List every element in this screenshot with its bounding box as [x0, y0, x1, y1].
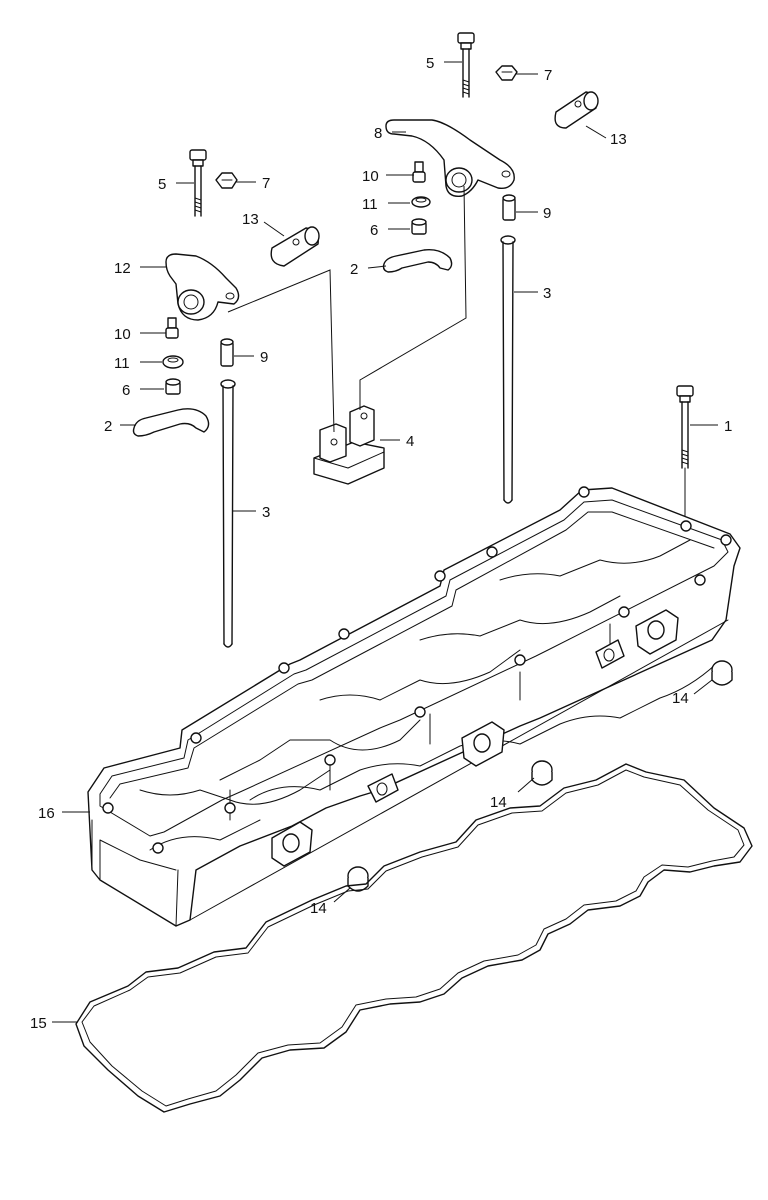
bolt-5-upper: [457, 32, 475, 98]
callout-6-upper: 6: [370, 222, 378, 239]
callout-2-left: 2: [104, 418, 112, 435]
screw-10-left: [165, 317, 179, 339]
hex-nut-icon: [215, 172, 238, 189]
callout-9-upper: 9: [543, 205, 551, 222]
plug-14-right: [711, 660, 733, 686]
plug-14-left: [347, 866, 369, 892]
callout-4: 4: [406, 433, 414, 450]
screw-10-upper: [412, 161, 426, 183]
adjuster-9-upper: [502, 194, 516, 221]
callout-13-upper: 13: [610, 131, 627, 148]
reference-line: [359, 185, 467, 410]
callout-2-upper: 2: [350, 261, 358, 278]
callout-7-left: 7: [262, 175, 270, 192]
callout-5-left: 5: [158, 176, 166, 193]
callout-1: 1: [724, 418, 732, 435]
gasket-15: [75, 763, 753, 1113]
callout-10-left: 10: [114, 326, 131, 343]
rocker-arm-upper: [385, 119, 515, 197]
bridge-2-left: [132, 408, 210, 437]
hex-nut-icon: [495, 65, 518, 81]
washer-11-left: [162, 355, 184, 369]
plug-14-middle: [531, 760, 553, 786]
callout-16: 16: [38, 805, 55, 822]
adjuster-9-left: [220, 338, 234, 367]
callout-11-upper: 11: [362, 196, 378, 213]
callout-9-left: 9: [260, 349, 268, 366]
callout-3-left: 3: [262, 504, 270, 521]
callout-3-upper: 3: [543, 285, 551, 302]
callout-12: 12: [114, 260, 131, 277]
roller-13-left: [270, 226, 320, 267]
leader-lines: [52, 61, 718, 1023]
callout-8: 8: [374, 125, 382, 142]
reference-line: [227, 269, 335, 433]
washer-11-upper: [411, 196, 431, 208]
callout-7-upper: 7: [544, 67, 552, 84]
callout-14-middle: 14: [490, 794, 507, 811]
push-rod-3-left: [220, 379, 236, 648]
callout-14-left: 14: [310, 900, 327, 917]
push-rod-3-upper: [500, 235, 516, 504]
rocker-arm-left: [165, 253, 240, 321]
valve-cover-16: [87, 486, 741, 927]
bolt-1: [676, 385, 694, 521]
callout-6-left: 6: [122, 382, 130, 399]
callout-5-upper: 5: [426, 55, 434, 72]
callout-11-left: 11: [114, 355, 130, 372]
callout-10-upper: 10: [362, 168, 379, 185]
callout-14-right: 14: [672, 690, 689, 707]
rocker-bracket-4: [313, 405, 385, 485]
bolt-5-left: [189, 149, 207, 217]
bridge-2-upper: [382, 248, 453, 273]
cap-6-left: [165, 378, 181, 395]
roller-13-upper: [554, 91, 599, 129]
callout-15: 15: [30, 1015, 47, 1032]
cap-6-upper: [411, 218, 427, 235]
callout-13-left: 13: [242, 211, 259, 228]
